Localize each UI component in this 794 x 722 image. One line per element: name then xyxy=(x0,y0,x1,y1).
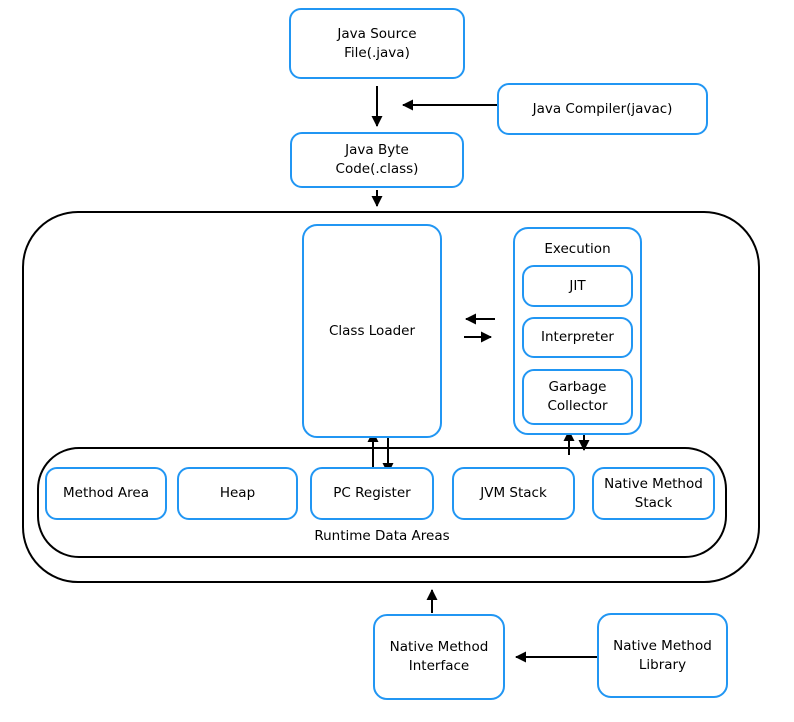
node-java-byte-code: Java Byte Code(.class) xyxy=(290,132,464,188)
node-pc-register: PC Register xyxy=(310,467,434,520)
node-native-method-interface: Native Method Interface xyxy=(373,614,505,700)
node-jit: JIT xyxy=(522,265,633,307)
jvm-container xyxy=(22,211,760,583)
node-jvm-stack-label: JVM Stack xyxy=(480,485,547,502)
node-jit-label: JIT xyxy=(569,277,586,294)
node-garbage-collector-label: Garbage Collector xyxy=(547,379,608,414)
node-heap-label: Heap xyxy=(219,485,256,502)
node-java-compiler-label: Java Compiler(javac) xyxy=(532,100,673,117)
node-class-loader: Class Loader xyxy=(302,224,442,438)
node-native-method-library-label: Native Method Library xyxy=(613,637,712,673)
node-interpreter: Interpreter xyxy=(522,317,633,358)
node-pc-register-label: PC Register xyxy=(333,485,411,502)
node-jvm-stack: JVM Stack xyxy=(452,467,575,520)
node-native-method-stack-label: Native Method Stack xyxy=(604,475,703,511)
node-java-byte-code-label: Java Byte Code(.class) xyxy=(335,142,419,177)
node-garbage-collector: Garbage Collector xyxy=(522,369,633,425)
node-java-source-file-label: Java Source File(.java) xyxy=(337,25,417,61)
node-java-compiler: Java Compiler(javac) xyxy=(497,83,708,135)
node-heap: Heap xyxy=(177,467,298,520)
node-native-method-stack: Native Method Stack xyxy=(592,467,715,520)
runtime-data-areas-container xyxy=(37,447,727,558)
node-interpreter-label: Interpreter xyxy=(541,329,614,346)
node-method-area: Method Area xyxy=(45,467,167,520)
node-java-source-file: Java Source File(.java) xyxy=(289,8,465,79)
runtime-data-areas-label: Runtime Data Areas xyxy=(314,528,450,544)
node-native-method-library: Native Method Library xyxy=(597,613,728,698)
node-method-area-label: Method Area xyxy=(63,485,149,502)
node-native-method-interface-label: Native Method Interface xyxy=(389,639,489,674)
node-class-loader-label: Class Loader xyxy=(328,322,416,339)
node-execution-engine-label: Execution xyxy=(544,241,611,257)
